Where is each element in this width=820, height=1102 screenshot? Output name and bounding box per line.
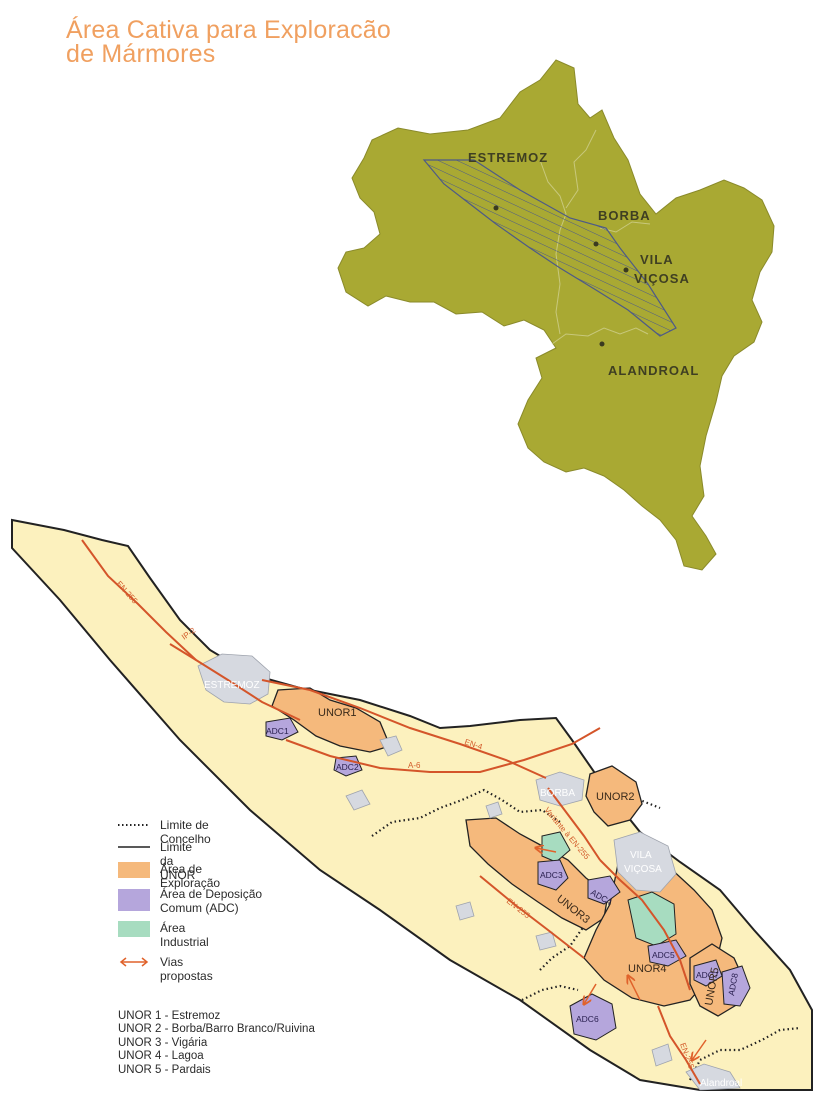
legend-label: Área de Exploração: [160, 862, 221, 890]
map-label-adc5: ADC5: [652, 950, 675, 960]
adc-areas: [265, 717, 751, 1041]
municipal-limit-line: [371, 775, 801, 1081]
estremoz-dot: [493, 205, 499, 211]
road-en255-south: [479, 875, 585, 959]
map-label-unor1: UNOR1: [318, 707, 357, 719]
industrial-swatch: [118, 921, 150, 937]
marble-zone: [422, 159, 677, 337]
urban-patch: [651, 1043, 673, 1067]
road-label-a6: A-6: [408, 761, 421, 770]
borba-dot: [593, 241, 599, 247]
road-en255-southeast: [657, 1005, 701, 1085]
map-label-borba: BORBA: [540, 788, 575, 799]
road-ip2: [169, 643, 301, 721]
map-label-vicosa: VIÇOSA: [624, 864, 662, 875]
map-label-unor2: UNOR2: [596, 791, 635, 803]
vila-vicosa-urban: [613, 831, 677, 893]
unor-list-item: UNOR 1 - Estremoz: [118, 1010, 221, 1022]
unor2-area: [585, 765, 643, 827]
industrial-area: [627, 891, 677, 947]
municipal-boundary: [539, 129, 651, 345]
town-vicosa: VIÇOSA: [634, 271, 690, 286]
town-borba: BORBA: [598, 208, 651, 223]
adc4-area: [587, 875, 621, 905]
dotted-line-symbol: [118, 824, 150, 826]
road-a6: [285, 727, 601, 773]
municipalities-region: [337, 59, 775, 571]
road-connector: [599, 859, 691, 991]
proposed-road: [628, 976, 641, 1001]
unor-list-item: UNOR 3 - Vigária: [118, 1036, 208, 1049]
map-label-vila: VILA: [630, 850, 652, 861]
unor-list-item: UNOR 2 - Borba/Barro Branco/Ruivina: [118, 1023, 315, 1036]
lower-map: ESTREMOZ BORBA VILA VIÇOSA Alandroal UNO…: [11, 518, 813, 1091]
adc3-area: [537, 859, 569, 891]
alandroal-dot: [599, 341, 605, 347]
map-label-adc1: ADC1: [266, 726, 289, 736]
unor-list: UNOR 1 - Estremoz UNOR 2 - Borba/Barro B…: [118, 1010, 315, 1077]
urban-areas: [197, 653, 741, 1091]
roads: [81, 539, 701, 1085]
proposed-road: [536, 848, 557, 852]
map-label-adc2: ADC2: [336, 762, 359, 772]
adc1-area: [265, 717, 299, 741]
town-alandroal: ALANDROAL: [608, 363, 699, 378]
proposed-road: [692, 1039, 707, 1060]
urban-patch: [379, 735, 403, 757]
road-variante: [547, 787, 601, 861]
map-title-line2: de Mármores: [66, 40, 216, 68]
estremoz-urban: [197, 653, 271, 705]
double-arrow-icon: [119, 957, 149, 967]
town-estremoz: ESTREMOZ: [468, 150, 548, 165]
adc-swatch: [118, 889, 150, 911]
map-label-adc8: ADC8: [726, 972, 740, 996]
urban-patch: [455, 901, 475, 921]
unor-list-item: UNOR 5 - Pardais: [118, 1063, 211, 1076]
map-title: Área Cativa para Exploracão de Mármores: [66, 16, 392, 68]
map-label-adc6: ADC6: [576, 1014, 599, 1024]
legend-label: Limite da UNOR: [160, 840, 196, 882]
adc8-area: [721, 965, 751, 1007]
exploration-swatch: [118, 862, 150, 878]
adc5-area: [647, 939, 687, 967]
map-label-adc3: ADC3: [540, 870, 563, 880]
town-vila: VILA: [640, 252, 674, 267]
road-en255: [81, 539, 197, 661]
vila-vicosa-dot: [623, 267, 629, 273]
urban-patch: [535, 931, 557, 951]
map-label-unor4: UNOR4: [628, 963, 667, 975]
adc6-area: [569, 993, 617, 1041]
legend-label: Área Industrial: [160, 921, 209, 949]
upper-map: ESTREMOZ BORBA VILA VIÇOSA ALANDROAL: [337, 59, 775, 571]
map-label-estremoz: ESTREMOZ: [204, 680, 260, 691]
proposed-road: [584, 983, 597, 1004]
map-label-alandroal: Alandroal: [700, 1078, 742, 1089]
urban-patch: [345, 789, 371, 811]
road-en4: [261, 679, 547, 779]
proposed-roads: [536, 848, 707, 1060]
legend-label: Área de Deposição Comum (ADC): [160, 887, 263, 915]
urban-patch: [485, 801, 503, 819]
legend-label: Limite de Concelho: [160, 818, 211, 846]
unor-list-item: UNOR 4 - Lagoa: [118, 1050, 204, 1063]
borba-urban: [535, 771, 585, 807]
map-title-line1: Área Cativa para Exploracão: [66, 16, 392, 44]
solid-line-symbol: [118, 846, 150, 848]
corridor-area: [11, 518, 813, 1091]
map-label-adc7: ADC7: [696, 970, 719, 980]
legend-label: Vias propostas: [160, 955, 213, 983]
adc7-area: [693, 959, 723, 987]
